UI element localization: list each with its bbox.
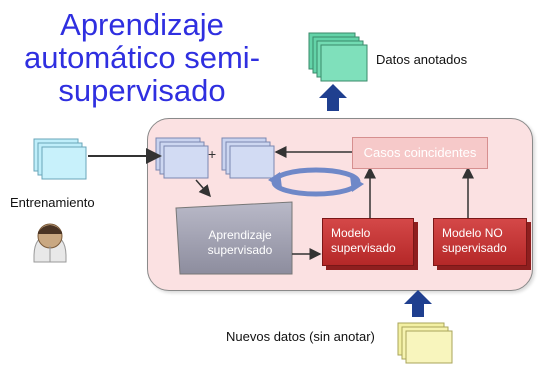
person-avatar-icon	[33, 223, 67, 263]
new-data-label: Nuevos datos (sin anotar)	[226, 329, 375, 344]
annotated-documents-icon	[308, 32, 368, 82]
arrow-up-annotated-icon	[319, 84, 347, 111]
arrow-up-new-data-icon	[404, 290, 432, 317]
labeled-data-stack-icon	[155, 137, 209, 179]
unsupervised-model-box: Modelo NO supervisado	[433, 218, 527, 266]
diagram-title: Aprendizaje automático semi-supervisado	[23, 7, 261, 108]
plus-sign: +	[208, 146, 217, 162]
annotated-data-label: Datos anotados	[376, 52, 468, 67]
supervised-learning-label: Aprendizaje supervisado	[207, 228, 273, 257]
new-documents-icon	[397, 322, 453, 364]
matched-cases-box: Casos coincidentes	[352, 137, 488, 169]
training-label: Entrenamiento	[10, 195, 95, 210]
supervised-model-box: Modelo supervisado	[322, 218, 414, 266]
supervised-learning-block	[175, 201, 293, 275]
matched-data-stack-icon	[221, 137, 275, 179]
training-documents-icon	[33, 138, 87, 180]
cycle-icon	[268, 167, 364, 197]
arrow-stack-to-learning	[195, 179, 211, 198]
